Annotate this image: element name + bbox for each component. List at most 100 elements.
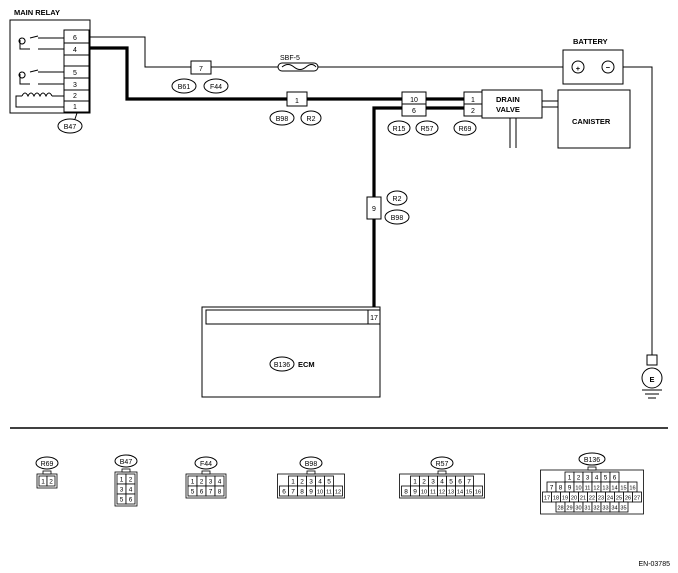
ground-label: E	[649, 375, 654, 384]
legend-b136-pin: 6	[613, 475, 617, 482]
legend-r69-latch	[42, 470, 52, 475]
connector-r69-label: R69	[459, 126, 472, 133]
legend-b136-pin: 33	[602, 506, 608, 512]
connector-r2-lower-label: R2	[393, 196, 402, 203]
legend-b47-pin: 2	[129, 477, 133, 484]
legend-f44-pin: 6	[200, 489, 204, 496]
legend-b98-pin: 12	[335, 490, 341, 496]
legend-r69-cell	[46, 475, 56, 487]
legend-r57-pin: 5	[449, 479, 453, 486]
legend-b98-pin: 10	[317, 490, 323, 496]
relay-pin-1: 1	[73, 104, 77, 111]
legend-r57-pin: 8	[404, 489, 408, 496]
legend-b98-pin: 1	[291, 479, 295, 486]
canister	[557, 89, 631, 149]
legend-b136-pin: 12	[593, 486, 599, 492]
relay-pin-2: 2	[73, 93, 77, 100]
ground-symbol	[642, 389, 662, 399]
legend-b136-pin: 30	[575, 506, 581, 512]
drain-valve-label-1: DRAIN	[496, 95, 520, 104]
legend-b98-cell	[333, 485, 343, 497]
legend-f44-pin: 1	[191, 479, 195, 486]
battery-minus-sign: −	[606, 63, 611, 72]
relay-pin-5: 5	[73, 70, 77, 77]
relay-pin-3: 3	[73, 82, 77, 89]
legend-f44-pin: 5	[191, 489, 195, 496]
wire-relay-to-battery	[89, 36, 560, 68]
ecm-label: ECM	[298, 360, 315, 369]
relay-pin-6: 6	[73, 35, 77, 42]
legend-b47-pin: 4	[129, 487, 133, 494]
main-relay: 6 4 5 3 2 1	[9, 19, 91, 114]
connector-r2-lower-tag	[386, 190, 408, 206]
legend-r57-pin: 10	[421, 490, 427, 496]
legend-b136-pin: 9	[568, 485, 572, 492]
connector-b61-tag	[171, 78, 197, 94]
connector-r57-pin-top: 10	[410, 97, 418, 104]
connector-r69-pin-bottom: 2	[471, 108, 475, 115]
legend-r57-title: R57	[436, 461, 449, 468]
main-relay-label: MAIN RELAY	[14, 8, 60, 17]
legend-r69-tag	[35, 456, 59, 470]
legend-b136-pin: 35	[620, 506, 626, 512]
legend-r57-pin: 3	[431, 479, 435, 486]
legend-b136-pin: 10	[575, 486, 581, 492]
legend-b47-pin: 5	[120, 497, 124, 504]
legend-b136-pin: 34	[611, 506, 617, 512]
legend-r69-title: R69	[41, 461, 54, 468]
connector-b98-pin: 1	[295, 98, 299, 105]
connector-r2-pin: 9	[372, 206, 376, 213]
legend-f44-pin: 4	[218, 479, 222, 486]
legend-b136-pin: 4	[595, 475, 599, 482]
connector-r2-tag	[300, 110, 322, 126]
ground: E	[641, 354, 663, 399]
legend-b136-pin: 21	[580, 496, 586, 502]
legend-b98-tag	[299, 456, 323, 470]
connector-b136-tag	[269, 356, 295, 372]
wire-drain-valve-to-ecm	[372, 106, 482, 312]
legend-b136-pin: 16	[629, 486, 635, 492]
connector-f44-pin: 7	[199, 66, 203, 73]
legend-f44-title: F44	[200, 461, 212, 468]
connector-r57-tag	[415, 120, 439, 136]
connector-b61-label: B61	[178, 84, 191, 91]
battery-negative-terminal	[601, 60, 615, 74]
battery-label: BATTERY	[573, 37, 608, 46]
drain-valve-label-2: VALVE	[496, 105, 520, 114]
legend-b136-pin: 18	[553, 496, 559, 502]
connector-f44-tag	[203, 78, 229, 94]
connector-r69-pin-top: 1	[471, 97, 475, 104]
canister-label: CANISTER	[572, 117, 611, 126]
ecm: 17 B136 ECM	[201, 306, 381, 398]
fuse-sbf-5	[277, 62, 319, 72]
battery: + −	[562, 49, 624, 85]
legend-b136-pin: 13	[602, 486, 608, 492]
legend-r57-pin: 15	[466, 490, 472, 496]
legend-r57-pin: 13	[448, 490, 454, 496]
legend-r57-pin: 14	[457, 490, 463, 496]
legend-b98-pin: 7	[291, 489, 295, 496]
legend-b136-pin: 23	[598, 496, 604, 502]
legend-b98-pin: 11	[326, 490, 332, 496]
legend-r57-pin: 9	[413, 489, 417, 496]
legend-f44-pin: 7	[209, 489, 213, 496]
figure-id: EN-03785	[638, 561, 670, 568]
legend-b136-pin: 3	[586, 475, 590, 482]
legend-b136-pin: 17	[544, 496, 550, 502]
legend-b98-latch	[306, 470, 316, 475]
legend-b47-pin: 3	[120, 487, 124, 494]
connector-b98-lower-label: B98	[391, 215, 404, 222]
connector-b98-lower-tag	[384, 209, 410, 225]
legend-b136-pin: 20	[571, 496, 577, 502]
connector-b136-label: B136	[274, 362, 290, 369]
legend-r69-pin: 1	[41, 479, 45, 486]
legend-r57-latch	[437, 470, 447, 475]
battery-plus-sign: +	[576, 64, 581, 73]
legend-b136-pin: 5	[604, 475, 608, 482]
legend-b136-pin: 31	[584, 506, 590, 512]
relay-contact-1	[18, 35, 64, 50]
legend-b136-pin: 25	[616, 496, 622, 502]
relay-contact-2	[18, 69, 64, 85]
